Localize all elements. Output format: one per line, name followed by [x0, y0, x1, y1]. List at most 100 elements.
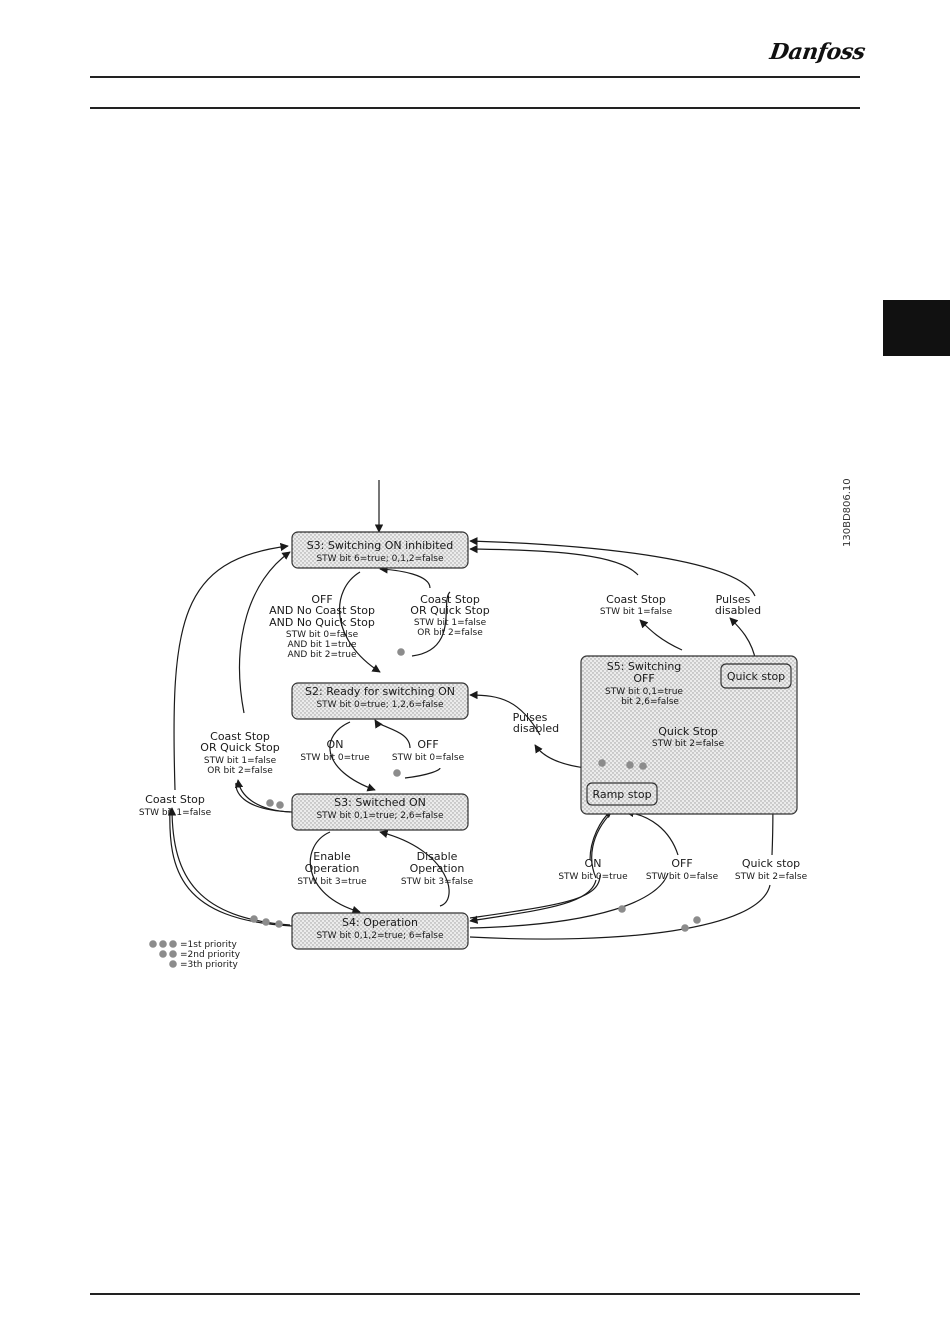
- label-coast-stop-top: Coast Stop: [420, 593, 480, 606]
- legend-dot: [169, 950, 177, 958]
- state-s3-switched-on: [291, 793, 469, 831]
- priority-dot: [598, 759, 606, 767]
- label-coast-top-bit2: OR bit 2=false: [417, 628, 483, 638]
- label-coast-far-left-bits: STW bit 1=false: [139, 808, 212, 818]
- label-coast-stop-far-left: Coast Stop: [145, 793, 205, 806]
- label-on-s2: ON: [327, 738, 344, 751]
- label-disable: Disable: [417, 850, 458, 863]
- legend-third: =3th priority: [180, 960, 239, 970]
- arrow-qs-to-s3i-pulses: [469, 537, 756, 597]
- quick-stop-box: [720, 663, 792, 689]
- label-pulses-top: Pulses: [716, 593, 751, 606]
- priority-dot: [276, 801, 284, 809]
- priority-dots: [250, 648, 701, 932]
- label-and-no-coast: AND No Coast Stop: [269, 604, 375, 617]
- label-or-quick-left: OR Quick Stop: [200, 741, 279, 754]
- priority-dot: [262, 918, 270, 926]
- arrow-s2-to-s3on: [329, 721, 376, 792]
- label-off-s2-bits: STW bit 0=false: [392, 753, 465, 763]
- priority-dot: [266, 799, 274, 807]
- label-disable-bits: STW bit 3=false: [401, 877, 474, 887]
- label-coast-stop-left: Coast Stop: [210, 730, 270, 743]
- legend-dot: [169, 940, 177, 948]
- legend-dot: [149, 940, 157, 948]
- s5-sub-1: STW bit 0,1=true: [605, 687, 683, 697]
- label-coast-stop-s5-bits: STW bit 1=false: [600, 607, 673, 617]
- footer-rule: [90, 1293, 860, 1295]
- s5-sub-2: bit 2,6=false: [621, 697, 679, 707]
- s3on-title: S3: Switched ON: [334, 796, 426, 809]
- priority-dot: [681, 924, 689, 932]
- priority-dot: [397, 648, 405, 656]
- arrow-s3on-to-s2: [375, 720, 441, 779]
- legend-dot: [169, 960, 177, 968]
- label-off-bit1: AND bit 1=true: [287, 640, 356, 650]
- arrow-ramp-to-s4: [470, 811, 613, 921]
- transition-arrows: [167, 480, 774, 940]
- label-and-no-quick: AND No Quick Stop: [269, 616, 375, 629]
- label-quick-stop-s4: Quick stop: [742, 857, 800, 870]
- priority-dot: [393, 769, 401, 777]
- label-quick-stop-s5-bits: STW bit 2=false: [652, 739, 725, 749]
- header-rule-top: [90, 76, 860, 78]
- transition-labels: OFF AND No Coast Stop AND No Quick Stop …: [139, 593, 808, 887]
- label-coast-left-bit2: OR bit 2=false: [207, 766, 273, 776]
- label-disabled-top: disabled: [715, 604, 761, 617]
- header-rule-bottom: [90, 107, 860, 109]
- label-on-s2-bits: STW bit 0=true: [300, 753, 370, 763]
- s4-title: S4: Operation: [342, 916, 418, 929]
- priority-dot: [618, 905, 626, 913]
- label-coast-left-bit1: STW bit 1=false: [204, 756, 277, 766]
- label-off-bit0: STW bit 0=false: [286, 630, 359, 640]
- label-quick-stop-s5: Quick Stop: [658, 725, 718, 738]
- label-or-quick-top: OR Quick Stop: [410, 604, 489, 617]
- s4-sub: STW bit 0,1,2=true; 6=false: [316, 931, 444, 941]
- legend-second: =2nd priority: [180, 950, 241, 960]
- s5-region: [580, 655, 798, 815]
- label-off-s4: OFF: [671, 857, 692, 870]
- priority-dot: [693, 916, 701, 924]
- label-off-s4-bits: STW bit 0=false: [646, 872, 719, 882]
- arrow-s3on-to-s4: [309, 831, 361, 914]
- label-off-s2: OFF: [417, 738, 438, 751]
- label-coast-stop-s5: Coast Stop: [606, 593, 666, 606]
- s3i-title: S3: Switching ON inhibited: [307, 539, 454, 552]
- chapter-tab-marker: [883, 300, 950, 356]
- label-enable: Enable: [313, 850, 351, 863]
- label-off: OFF: [311, 593, 332, 606]
- s3i-sub: STW bit 6=true; 0,1,2=false: [316, 554, 444, 564]
- label-coast-top-bit1: STW bit 1=false: [414, 618, 487, 628]
- s2-sub: STW bit 0=true; 1,2,6=false: [316, 700, 444, 710]
- label-disable-operation: Operation: [410, 862, 465, 875]
- arrow-s2-to-s3i: [380, 569, 451, 657]
- state-s4-operation: [291, 912, 469, 950]
- label-off-bit2: AND bit 2=true: [287, 650, 356, 660]
- priority-dot: [250, 915, 258, 923]
- arrow-s3i-to-s2: [338, 571, 381, 673]
- priority-dot: [639, 762, 647, 770]
- label-disabled-mid: disabled: [513, 722, 559, 735]
- arrow-s5-to-s3i-coast: [469, 544, 639, 576]
- s3on-sub: STW bit 0,1=true; 2,6=false: [316, 811, 444, 821]
- label-on-s4-bits: STW bit 0=true: [558, 872, 628, 882]
- arrow-s5-to-s2-pulses: [469, 690, 541, 736]
- s5-title-2: OFF: [633, 672, 654, 685]
- priority-dot: [275, 920, 283, 928]
- arrow-s4-to-s3on: [379, 829, 450, 907]
- legend-dot: [159, 940, 167, 948]
- label-quick-stop-s4-bits: STW bit 2=false: [735, 872, 808, 882]
- ramp-stop-box-label: Ramp stop: [592, 788, 651, 801]
- legend-first: =1st priority: [180, 940, 237, 950]
- label-pulses-mid: Pulses: [513, 711, 548, 724]
- arrow-s4-to-s5-off: [469, 812, 679, 929]
- s5-title-1: S5: Switching: [607, 660, 682, 673]
- arrow-s5-coast-up: [639, 619, 683, 651]
- state-s3-switching-on-inhibited: [291, 531, 469, 569]
- legend-dot: [159, 950, 167, 958]
- state-s2-ready-for-switching-on: [291, 682, 469, 720]
- ramp-stop-box: [586, 782, 658, 806]
- priority-legend: =1st priority =2nd priority =3th priorit…: [149, 940, 241, 970]
- priority-dot: [626, 761, 634, 769]
- arrow-s4-far-left-up: [167, 807, 291, 926]
